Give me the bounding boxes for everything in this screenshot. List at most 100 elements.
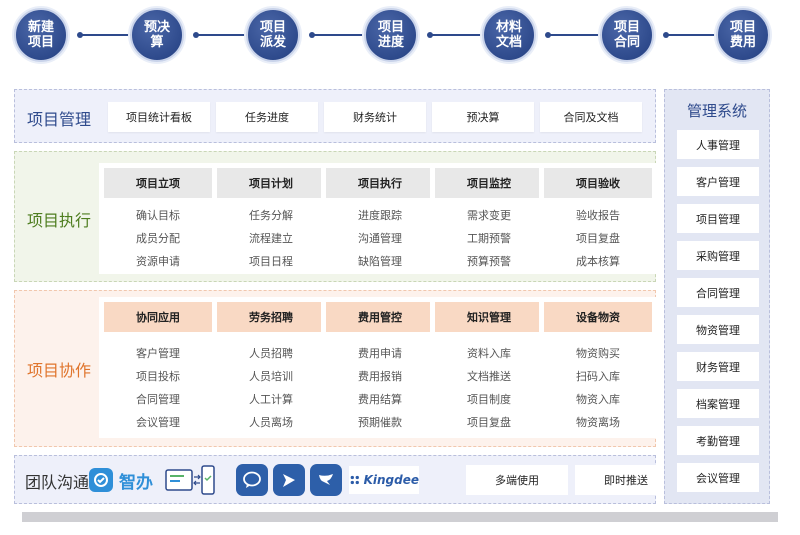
chat-app-icon[interactable] — [236, 464, 268, 496]
btn-instant-push[interactable]: 即时推送 — [575, 465, 677, 495]
sys-item-hr[interactable]: 人事管理 — [677, 130, 759, 159]
section-title: 项目执行 — [27, 211, 92, 230]
section-team-communication: 团队沟通 智办 Kingdee 多端使用 即时推送 — [14, 455, 677, 504]
exec-column: 项目立项 确认目标 成员分配 资源申请 — [99, 163, 217, 274]
column-header[interactable]: 项目计划 — [217, 168, 325, 198]
collab-column: 协同应用 客户管理 项目投标 合同管理 会议管理 — [99, 297, 217, 438]
list-item[interactable]: 验收报告 — [576, 209, 620, 222]
collab-column: 劳务招聘 人员招聘 人员培训 人工计算 人员离场 — [212, 297, 330, 438]
list-item[interactable]: 缺陷管理 — [358, 255, 402, 268]
list-item[interactable]: 沟通管理 — [358, 232, 402, 245]
sys-item-materials[interactable]: 物资管理 — [677, 315, 759, 344]
sys-item-project[interactable]: 项目管理 — [677, 204, 759, 233]
sys-item-finance[interactable]: 财务管理 — [677, 352, 759, 381]
list-item[interactable]: 文档推送 — [467, 370, 511, 383]
brand-name: 智办 — [119, 472, 153, 493]
btn-contracts-docs[interactable]: 合同及文档 — [540, 102, 642, 132]
exec-column: 项目验收 验收报告 项目复盘 成本核算 — [539, 163, 657, 274]
list-item[interactable]: 合同管理 — [136, 393, 180, 406]
list-item[interactable]: 物资离场 — [576, 416, 620, 429]
list-item[interactable]: 资料入库 — [467, 347, 511, 360]
exec-column: 项目执行 进度跟踪 沟通管理 缺陷管理 — [321, 163, 439, 274]
flow-step-4: 项目进度 — [364, 8, 418, 62]
list-item[interactable]: 需求变更 — [467, 209, 511, 222]
sys-item-contract[interactable]: 合同管理 — [677, 278, 759, 307]
column-header[interactable]: 费用管控 — [326, 302, 434, 332]
section-title: 项目管理 — [27, 110, 92, 129]
list-item[interactable]: 项目复盘 — [576, 232, 620, 245]
column-header[interactable]: 劳务招聘 — [217, 302, 325, 332]
list-item[interactable]: 人员培训 — [249, 370, 293, 383]
flow-step-7: 项目费用 — [716, 8, 770, 62]
column-header[interactable]: 项目立项 — [104, 168, 212, 198]
management-system-panel: 管理系统 人事管理 客户管理 项目管理 采购管理 合同管理 物资管理 财务管理 … — [664, 89, 770, 504]
flow-step-5: 材料文档 — [482, 8, 536, 62]
btn-budget[interactable]: 预决算 — [432, 102, 534, 132]
list-item[interactable]: 项目日程 — [249, 255, 293, 268]
list-item[interactable]: 会议管理 — [136, 416, 180, 429]
sys-item-archive[interactable]: 档案管理 — [677, 389, 759, 418]
collab-column: 费用管控 费用申请 费用报销 费用结算 预期催款 — [321, 297, 439, 438]
section-title: 团队沟通 — [25, 473, 90, 492]
zhiban-app-icon — [89, 468, 113, 492]
list-item[interactable]: 工期预警 — [467, 232, 511, 245]
list-item[interactable]: 项目制度 — [467, 393, 511, 406]
sys-item-attendance[interactable]: 考勤管理 — [677, 426, 759, 455]
exec-column: 项目计划 任务分解 流程建立 项目日程 — [212, 163, 330, 274]
column-header[interactable]: 项目监控 — [435, 168, 543, 198]
list-item[interactable]: 费用结算 — [358, 393, 402, 406]
process-flow: 新建项目 预决算 项目派发 项目进度 材料文档 项目合同 项目费用 — [0, 0, 800, 74]
flow-step-1: 新建项目 — [14, 8, 68, 62]
kingdee-text: Kingdee — [363, 473, 419, 487]
flow-connector — [427, 32, 491, 38]
list-item[interactable]: 资源申请 — [136, 255, 180, 268]
exec-column: 项目监控 需求变更 工期预警 预算预警 — [430, 163, 548, 274]
sys-item-meeting[interactable]: 会议管理 — [677, 463, 759, 492]
btn-project-dashboard[interactable]: 项目统计看板 — [108, 102, 210, 132]
flow-connector — [309, 32, 373, 38]
column-header[interactable]: 协同应用 — [104, 302, 212, 332]
list-item[interactable]: 确认目标 — [136, 209, 180, 222]
section-project-execution: 项目执行 项目立项 确认目标 成员分配 资源申请 项目计划 任务分解 流程建立 … — [14, 151, 657, 282]
list-item[interactable]: 人员招聘 — [249, 347, 293, 360]
feishu-app-icon[interactable] — [273, 464, 305, 496]
btn-task-progress[interactable]: 任务进度 — [216, 102, 318, 132]
column-header[interactable]: 项目执行 — [326, 168, 434, 198]
btn-finance-stats[interactable]: 财务统计 — [324, 102, 426, 132]
list-item[interactable]: 任务分解 — [249, 209, 293, 222]
section-title: 项目协作 — [27, 361, 92, 380]
btn-multi-device[interactable]: 多端使用 — [466, 465, 568, 495]
list-item[interactable]: 人员离场 — [249, 416, 293, 429]
section-project-management: 项目管理 项目统计看板 任务进度 财务统计 预决算 合同及文档 — [14, 89, 656, 143]
collab-column: 设备物资 物资购买 扫码入库 物资入库 物资离场 — [539, 297, 657, 438]
list-item[interactable]: 费用报销 — [358, 370, 402, 383]
dingtalk-app-icon[interactable] — [310, 464, 342, 496]
sys-item-customer[interactable]: 客户管理 — [677, 167, 759, 196]
kingdee-logo[interactable]: Kingdee — [349, 466, 419, 494]
panel-title: 管理系统 — [686, 102, 747, 120]
section-project-collaboration: 项目协作 协同应用 客户管理 项目投标 合同管理 会议管理 劳务招聘 人员招聘 … — [14, 290, 657, 447]
list-item[interactable]: 成本核算 — [576, 255, 620, 268]
list-item[interactable]: 扫码入库 — [576, 370, 620, 383]
flow-step-3: 项目派发 — [246, 8, 300, 62]
sys-item-purchase[interactable]: 采购管理 — [677, 241, 759, 270]
flow-connector — [545, 32, 609, 38]
flow-step-2: 预决算 — [130, 8, 184, 62]
list-item[interactable]: 进度跟踪 — [358, 209, 402, 222]
list-item[interactable]: 预期催款 — [358, 416, 402, 429]
device-sync-icon — [165, 464, 215, 496]
zhiban-logo[interactable]: 智办 — [89, 465, 179, 495]
list-item[interactable]: 流程建立 — [249, 232, 293, 245]
list-item[interactable]: 成员分配 — [136, 232, 180, 245]
column-header[interactable]: 知识管理 — [435, 302, 543, 332]
list-item[interactable]: 项目复盘 — [467, 416, 511, 429]
list-item[interactable]: 客户管理 — [136, 347, 180, 360]
list-item[interactable]: 物资购买 — [576, 347, 620, 360]
list-item[interactable]: 人工计算 — [249, 393, 293, 406]
list-item[interactable]: 项目投标 — [136, 370, 180, 383]
list-item[interactable]: 费用申请 — [358, 347, 402, 360]
column-header[interactable]: 设备物资 — [544, 302, 652, 332]
list-item[interactable]: 预算预警 — [467, 255, 511, 268]
list-item[interactable]: 物资入库 — [576, 393, 620, 406]
column-header[interactable]: 项目验收 — [544, 168, 652, 198]
